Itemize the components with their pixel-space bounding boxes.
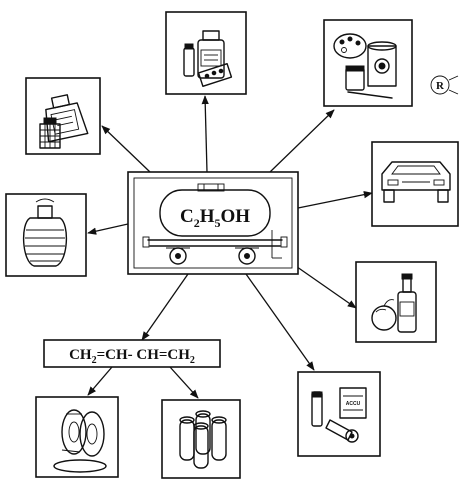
butadiene-box: CH2=CH- CH=CH2 (43, 339, 221, 368)
center-tank-box: C2H5OH (127, 171, 299, 275)
small-vial-icon (183, 43, 195, 77)
arrow-to-butadiene (141, 273, 189, 341)
pharmaceuticals-box (165, 11, 247, 95)
apple-icon (371, 299, 397, 331)
checkered-bottle-icon (39, 117, 61, 149)
palette-icon (333, 33, 367, 59)
car-icon (381, 161, 451, 203)
svg-text:R: R (436, 80, 445, 92)
demijohn-icon (23, 198, 67, 267)
arrow-to-bottle (87, 223, 129, 235)
butadiene-formula: CH2=CH- CH=CH2 (69, 347, 195, 366)
arrows (87, 95, 373, 399)
paints-box (323, 19, 413, 107)
cartridge-icon (311, 391, 323, 427)
arrow-to-paint (269, 109, 335, 173)
car-box (371, 141, 459, 227)
tank-car-icon (142, 183, 288, 265)
food-box (355, 261, 437, 343)
rubber-rolls-icon (179, 410, 227, 469)
perfume-box (25, 77, 101, 155)
medicine-bottle-icon (197, 30, 225, 79)
ethanol-formula: C2H5OH (180, 206, 250, 230)
svg-text:ACCU: ACCU (346, 401, 361, 407)
arrow-to-pharma (201, 95, 209, 173)
trademark-symbol: R (430, 75, 459, 95)
wine-bottle-icon (397, 273, 417, 333)
rubber-box (161, 399, 241, 479)
arrow-to-perfume (101, 125, 151, 173)
arrow-to-tires (87, 366, 113, 396)
explosives-box: ACCU (297, 371, 381, 457)
arrow-to-rubber (169, 366, 199, 399)
paint-can-icon (367, 41, 397, 87)
arrow-to-explosives (245, 273, 315, 371)
tires-box (35, 396, 119, 478)
demijohn-box (5, 193, 87, 277)
arrow-to-food (289, 261, 357, 309)
arrow-to-car (297, 191, 373, 209)
sack-icon: ACCU (339, 387, 367, 419)
pill-blister-icon (197, 63, 233, 87)
paint-jar-icon (345, 65, 393, 99)
roll-icon (325, 419, 359, 443)
tires-icon (53, 409, 107, 473)
